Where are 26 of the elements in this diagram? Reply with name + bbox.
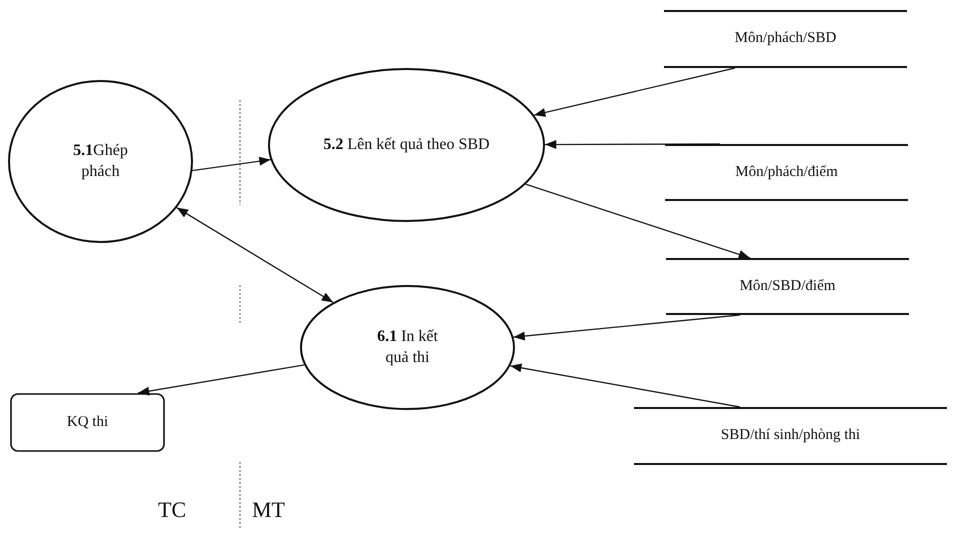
arrow (510, 363, 740, 408)
arrow (534, 67, 736, 117)
data-store (664, 10, 907, 68)
node-label: 6.1 In kết quả thi (376, 326, 439, 368)
node-label: Môn/phách/điểm (735, 162, 838, 182)
data-store (634, 407, 947, 465)
arrow (176, 207, 334, 303)
node-label: KQ thi (66, 412, 108, 432)
arrow (192, 156, 271, 172)
node-label: 5.2 Lên kết quả theo SBD (323, 134, 490, 155)
arrow (526, 184, 750, 259)
zone-label: TC (158, 497, 186, 523)
arrow (138, 364, 304, 396)
node-label: SBD/thí sinh/phòng thi (720, 426, 860, 446)
node-label: Môn/SBD/điểm (740, 276, 836, 296)
process-ellipse (8, 80, 193, 243)
node-label: 5.1Ghép phách (72, 140, 129, 182)
arrow (513, 314, 740, 341)
arrow (545, 140, 720, 150)
data-store (665, 144, 908, 201)
node-label: Môn/phách/SBD (734, 29, 836, 48)
external-entity-box (10, 393, 165, 452)
process-ellipse (300, 285, 515, 410)
data-store (666, 258, 909, 315)
zone-label: MT (252, 497, 285, 523)
process-ellipse (268, 68, 545, 222)
